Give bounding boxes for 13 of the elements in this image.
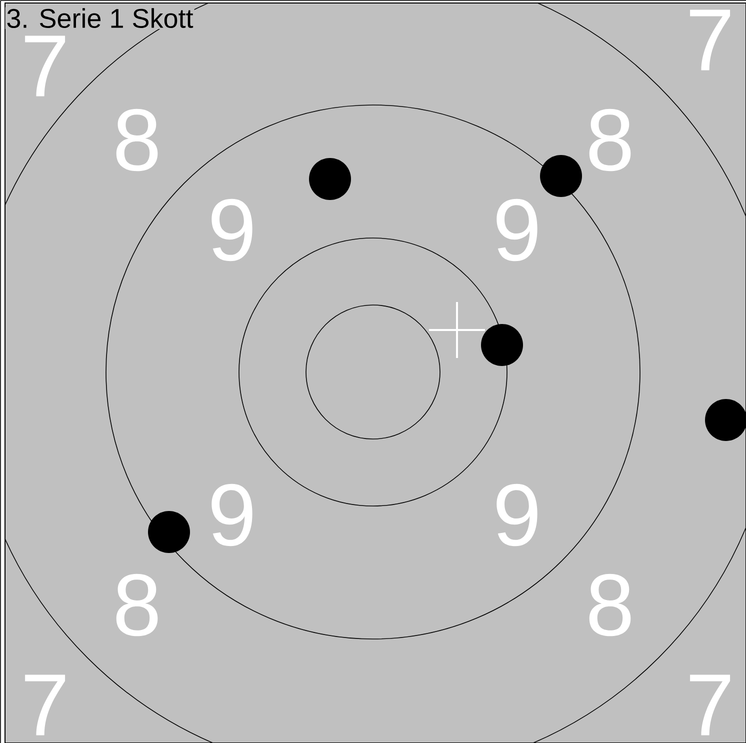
title: 3. Serie 1 Skott bbox=[5, 7, 194, 30]
ring-number: 8 bbox=[116, 108, 158, 172]
ring-number: 7 bbox=[690, 674, 730, 736]
ring-number: 9 bbox=[212, 198, 252, 262]
ring-number: 8 bbox=[116, 574, 158, 636]
ring-number: 9 bbox=[212, 484, 252, 546]
ring-number: 8 bbox=[589, 108, 631, 172]
ring-number: 7 bbox=[690, 10, 730, 70]
ring-number: 9 bbox=[496, 198, 538, 262]
ring-number: 9 bbox=[496, 484, 538, 546]
ring-number: 7 bbox=[25, 36, 66, 96]
ring-number: 8 bbox=[589, 574, 631, 636]
ring-number: 7 bbox=[25, 674, 66, 736]
